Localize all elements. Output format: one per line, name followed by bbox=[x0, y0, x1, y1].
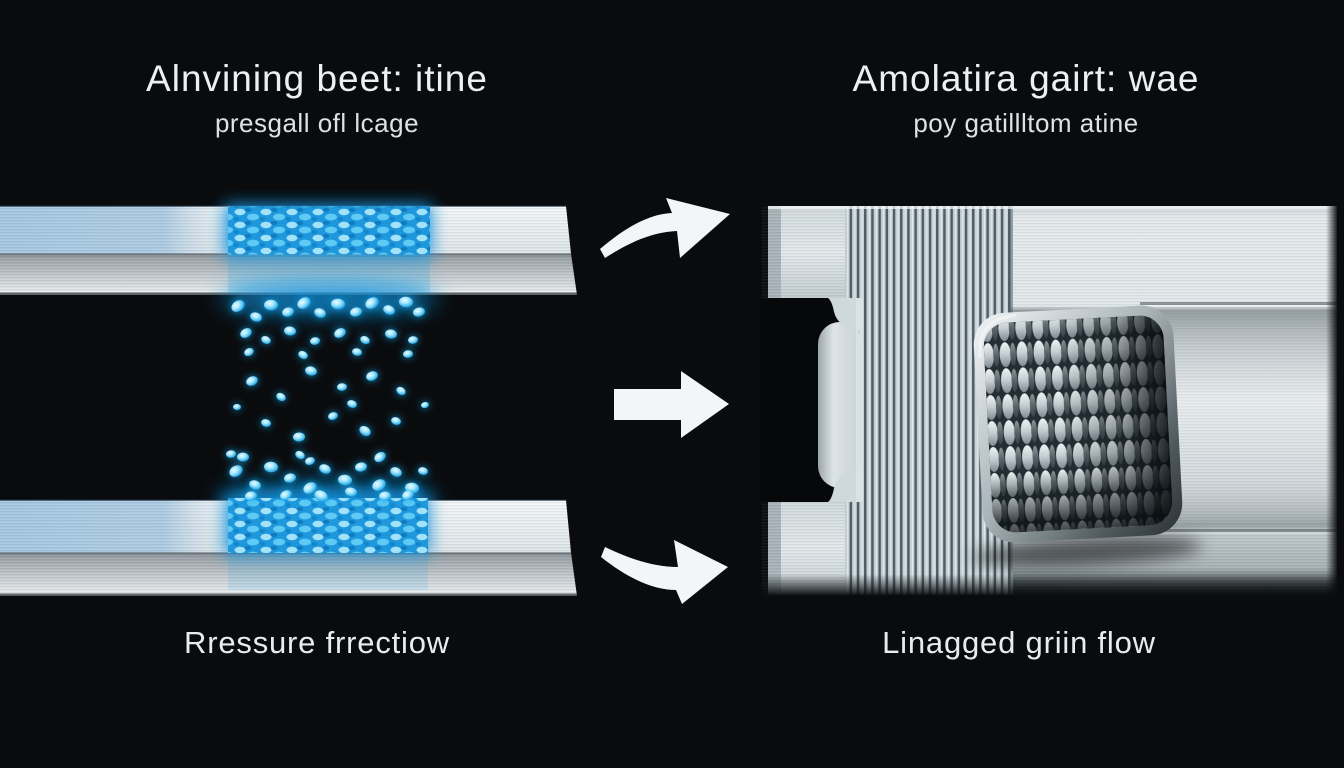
notch-web-highlight bbox=[856, 298, 863, 502]
curved-arrow-down-right-icon bbox=[601, 540, 728, 604]
right-header: Amolatira gairt: wae poy gatillltom atin… bbox=[726, 58, 1326, 139]
notch-step-bottom bbox=[828, 468, 862, 502]
left-caption: Rressure frrectiow bbox=[184, 625, 450, 660]
particles-layer bbox=[226, 296, 429, 502]
right-block-figure bbox=[760, 206, 1338, 596]
transition-arrows bbox=[600, 198, 730, 604]
slab-seam-top bbox=[1140, 302, 1337, 305]
top-blue-particle-patch bbox=[228, 206, 430, 255]
knurled-inset bbox=[971, 305, 1202, 567]
left-subtitle: presgall ofl lcage bbox=[214, 107, 420, 138]
bottom-blue-particle-pile bbox=[228, 498, 428, 553]
inset-corner-highlight bbox=[978, 313, 1017, 358]
block-bottom-dark-edge bbox=[762, 574, 1337, 596]
right-caption: Linagged griin flow bbox=[882, 625, 1156, 660]
slab-seam-top-highlight bbox=[1140, 305, 1337, 307]
block-right-edge-fade bbox=[1326, 206, 1338, 595]
block-top-bright-edge bbox=[768, 206, 1337, 209]
inset-drop-shadow bbox=[971, 536, 1202, 567]
left-plates-figure bbox=[0, 204, 577, 596]
notch-collar-bulge bbox=[818, 322, 862, 488]
right-caption-block: Linagged griin flow bbox=[719, 624, 1319, 661]
inset-inner-shadows bbox=[990, 314, 1174, 534]
right-subtitle: poy gatillltom atine bbox=[913, 107, 1139, 138]
bottom-patch-front-reflection bbox=[228, 554, 428, 590]
left-caption-block: Rressure frrectiow bbox=[17, 624, 617, 661]
arrow-right-icon bbox=[614, 371, 729, 438]
left-title: Alnvining beet: itine bbox=[146, 58, 488, 99]
slab-seam-bottom-highlight bbox=[1145, 532, 1337, 534]
slab-seam-bottom bbox=[1145, 529, 1337, 532]
curved-arrow-up-right-icon bbox=[600, 198, 730, 258]
right-title: Amolatira gairt: wae bbox=[852, 58, 1200, 99]
bottom-plate-bottom-edge bbox=[0, 593, 577, 596]
left-header: Alnvining beet: itine presgall ofl lcage bbox=[12, 58, 622, 139]
notch-step-top bbox=[828, 298, 862, 332]
